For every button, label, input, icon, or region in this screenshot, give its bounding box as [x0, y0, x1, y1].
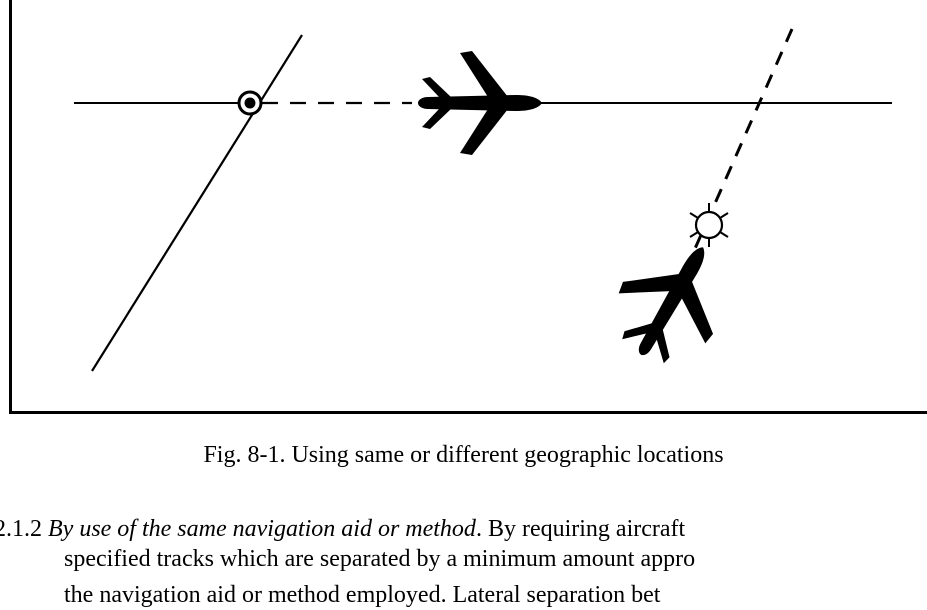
figure-panel: [9, 0, 927, 414]
separation-diagram: [74, 28, 892, 372]
diagonal-track: [91, 34, 303, 372]
dashed-radial: [684, 28, 794, 270]
paragraph-line-2: specified tracks which are separated by …: [64, 546, 696, 572]
paragraph-line-1-text: . By requiring aircraft: [475, 516, 686, 542]
paragraph-line-1: 2.1.2 By use of the same navigation aid …: [0, 514, 685, 544]
aircraft-icon: [618, 247, 714, 364]
paragraph-number: 2.1.2: [0, 516, 42, 542]
vor-station-icon: [237, 90, 263, 116]
paragraph-heading: By use of the same navigation aid or met…: [48, 516, 476, 542]
aircraft-icon: [418, 51, 542, 155]
figure-caption: Fig. 8-1. Using same or different geogra…: [203, 442, 724, 468]
ndb-station-icon: [689, 203, 729, 247]
paragraph-line-3: the navigation aid or method employed. L…: [64, 582, 661, 608]
